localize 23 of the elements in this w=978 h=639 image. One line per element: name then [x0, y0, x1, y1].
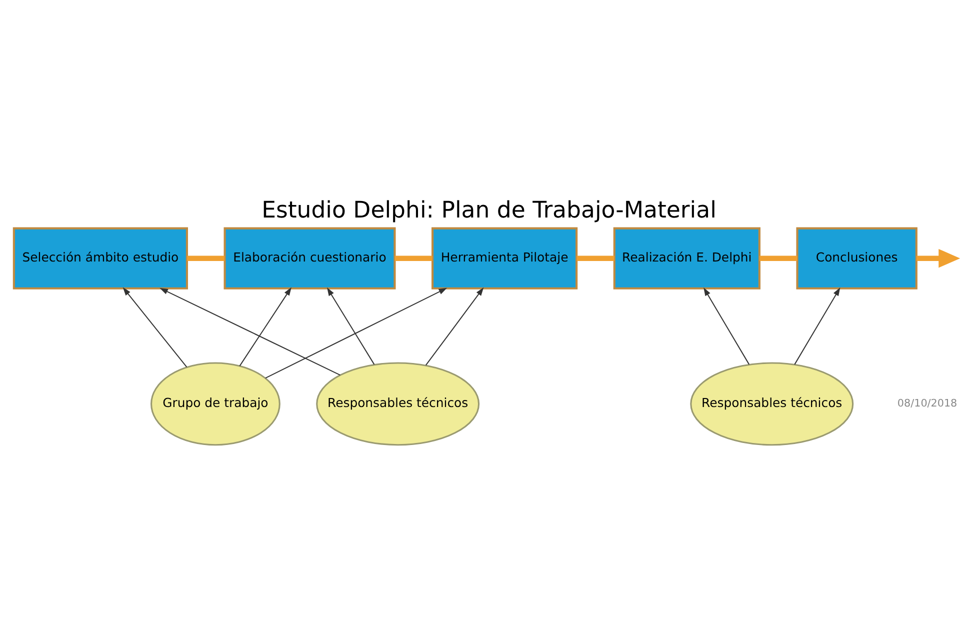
node-box: Selección ámbito estudio [12, 226, 188, 289]
connector [576, 255, 614, 260]
arrow [704, 287, 750, 364]
arrow [265, 287, 448, 378]
connector [760, 255, 798, 260]
arrow [425, 286, 484, 365]
node-ellipse: Responsables técnicos [316, 362, 480, 446]
arrow [327, 287, 375, 364]
diagram-title: Estudio Delphi: Plan de Trabajo-Material [262, 197, 716, 224]
node-box: Elaboración cuestionario [224, 226, 396, 289]
arrow [916, 248, 960, 268]
arrow [160, 287, 340, 376]
arrow [122, 286, 188, 367]
node-ellipse: Grupo de trabajo [150, 362, 280, 446]
arrow [239, 286, 292, 366]
connector [394, 255, 432, 260]
node-box: Conclusiones [796, 226, 918, 289]
arrow [794, 287, 840, 364]
node-box: Herramienta Pilotaje [432, 226, 578, 289]
node-box: Realización E. Delphi [613, 226, 760, 289]
connector [187, 255, 224, 260]
node-ellipse: Responsables técnicos [690, 362, 854, 446]
label: 08/10/2018 [897, 397, 958, 410]
